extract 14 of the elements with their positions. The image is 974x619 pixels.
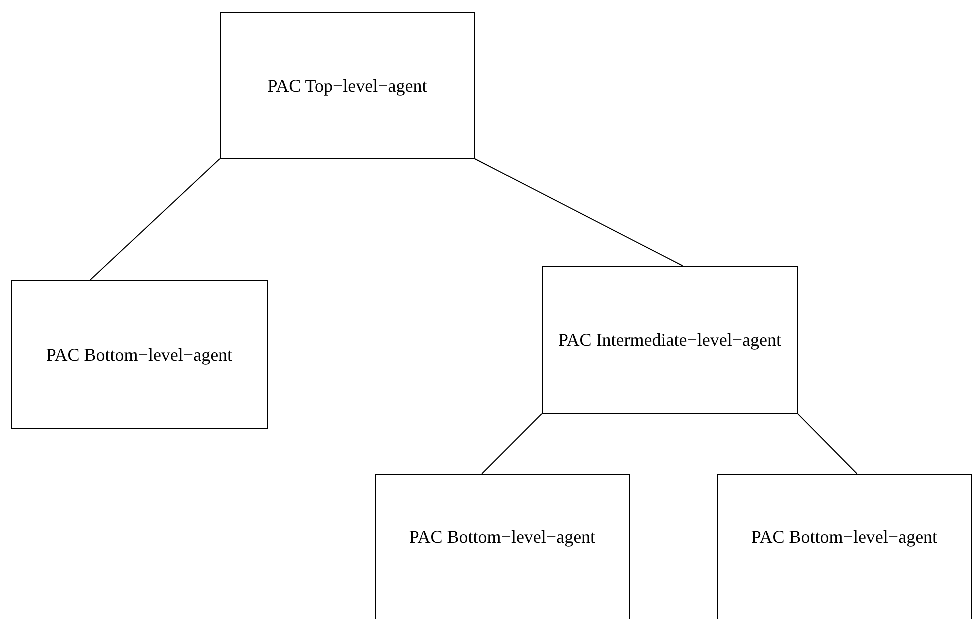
- agent-box: [717, 474, 972, 619]
- agent-box: [542, 266, 798, 414]
- node-label: PAC Top−level−agent: [266, 74, 428, 98]
- agent-box: [11, 280, 268, 429]
- node-label: PAC Bottom−level−agent: [750, 526, 939, 549]
- node-label: PAC Intermediate−level−agent: [557, 329, 783, 352]
- node-label: PAC Bottom−level−agent: [45, 344, 234, 367]
- connector-line: [482, 414, 542, 474]
- node-label: PAC Bottom−level−agent: [408, 526, 597, 549]
- connector-line: [90, 158, 220, 280]
- connector-line: [798, 414, 858, 474]
- agent-box: [375, 474, 630, 619]
- agent-box: [220, 12, 475, 159]
- connector-line: [474, 158, 684, 266]
